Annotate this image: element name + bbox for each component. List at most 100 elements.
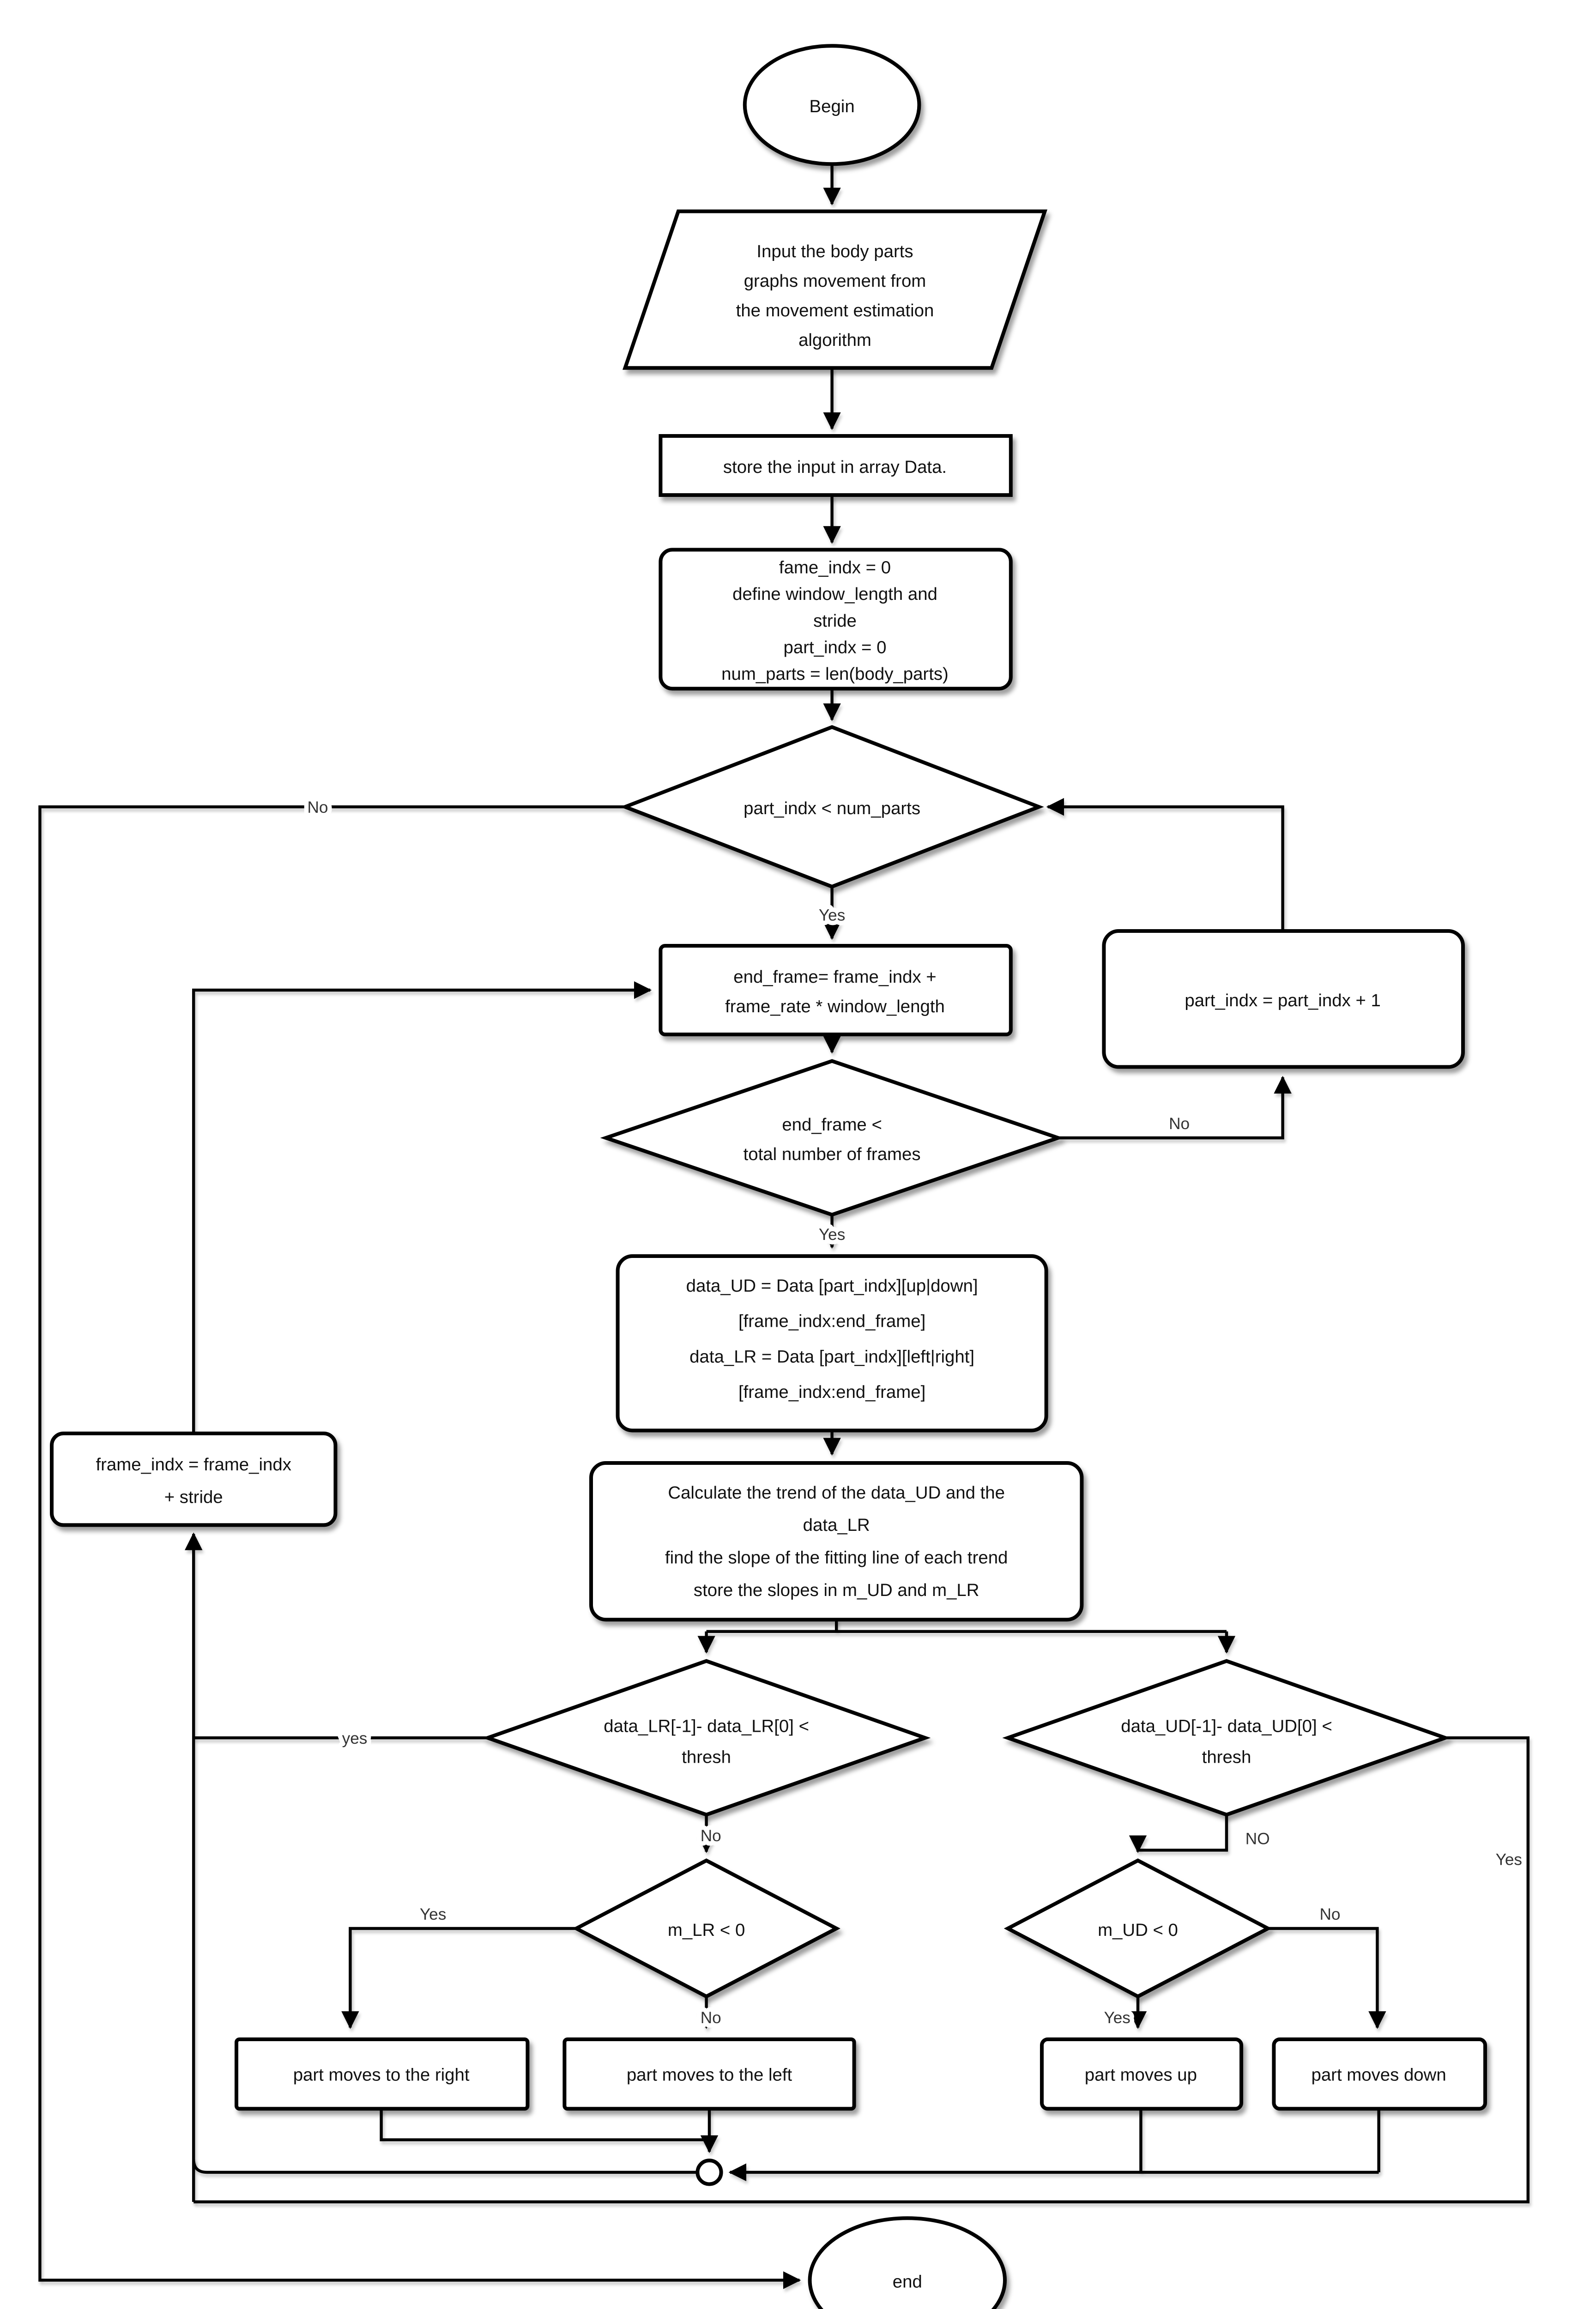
- cond-mlr-label: m_LR < 0: [668, 1920, 745, 1940]
- cond-ud-diamond-shape: [1002, 1659, 1451, 1817]
- init-line-3: stride: [813, 611, 857, 631]
- input-parallelogram-shape: [623, 209, 1047, 370]
- cond-frames-line-2: total number of frames: [744, 1144, 921, 1164]
- slice-line-2: [frame_indx:end_frame]: [738, 1312, 925, 1331]
- edge-move-right-bottom: [380, 2109, 707, 2141]
- label-mlr-no: No: [701, 2009, 721, 2027]
- node-move-left: part moves to the left: [562, 2037, 856, 2111]
- node-move-down: part moves down: [1272, 2037, 1487, 2111]
- move-left-process-shape: [562, 2037, 856, 2111]
- calc-line-1: Calculate the trend of the data_UD and t…: [668, 1483, 1005, 1503]
- cond-lr-line-2: thresh: [682, 1747, 731, 1767]
- label-cond-ud-no: NO: [1245, 1830, 1270, 1848]
- edge-inc-part-to-cond-parts: [1046, 798, 1284, 931]
- node-cond-mud: m_UD < 0: [1004, 1858, 1272, 1999]
- junction-connector-circle: [695, 2158, 723, 2186]
- cond-ud-line-1: data_UD[-1]- data_UD[0] <: [1121, 1716, 1332, 1736]
- node-cond-parts: part_indx < num_parts: [620, 725, 1044, 889]
- cond-lr-diamond-shape: [482, 1659, 931, 1817]
- node-cond-mlr: m_LR < 0: [572, 1858, 840, 1999]
- edges: [38, 164, 1530, 2289]
- calc-line-2: data_LR: [803, 1515, 870, 1535]
- cond-mud-label: m_UD < 0: [1098, 1920, 1178, 1940]
- move-right-label: part moves to the right: [293, 2065, 470, 2085]
- edge-cond-frames-no-to-inc-part: [1058, 1076, 1292, 1140]
- node-inc-frame: frame_indx = frame_indx + stride: [50, 1431, 338, 1527]
- node-cond-ud: data_UD[-1]- data_UD[0] < thresh: [1002, 1659, 1451, 1817]
- label-cond-frames-no: No: [1169, 1115, 1190, 1133]
- node-move-right: part moves to the right: [235, 2037, 530, 2111]
- label-cond-lr-no: No: [701, 1827, 721, 1845]
- edge-mlr-yes-to-move-right: [341, 1927, 577, 2029]
- node-begin: Begin: [743, 44, 921, 166]
- slice-process-shape: [616, 1254, 1048, 1433]
- edge-mud-no-to-move-down: [1268, 1927, 1386, 2029]
- node-end-frame: end_frame= frame_indx + frame_rate * win…: [659, 943, 1013, 1036]
- slice-line-1: data_UD = Data [part_indx][up|down]: [686, 1276, 978, 1296]
- label-cond-frames-yes: Yes: [819, 1226, 845, 1244]
- edge-inc-frame-to-endframe: [192, 981, 652, 1433]
- move-right-process-shape: [235, 2037, 530, 2111]
- input-line-3: the movement estimation: [736, 301, 934, 320]
- inc-frame-line-2: + stride: [164, 1487, 223, 1507]
- label-cond-lr-yes: yes: [342, 1729, 368, 1747]
- label-cond-ud-yes: Yes: [1496, 1850, 1522, 1868]
- move-left-label: part moves to the left: [627, 2065, 792, 2085]
- inc-part-process-shape: [1102, 929, 1465, 1069]
- edge-cond-parts-no-to-end: [38, 805, 801, 2289]
- node-connector: [695, 2158, 723, 2186]
- edge-cond-ud-no-to-mud: [1129, 1814, 1228, 1853]
- node-cond-frames: end_frame < total number of frames: [600, 1059, 1064, 1217]
- label-mud-yes: Yes: [1104, 2009, 1130, 2027]
- calc-process-shape: [589, 1461, 1084, 1622]
- node-input: Input the body parts graphs movement fro…: [623, 209, 1047, 370]
- calc-line-3: find the slope of the fitting line of ea…: [665, 1548, 1008, 1568]
- edge-calc-split-stem: [706, 1620, 1227, 1633]
- nodes: Begin Input the body parts graphs moveme…: [50, 44, 1487, 2309]
- calc-line-4: store the slopes in m_UD and m_LR: [694, 1580, 979, 1600]
- slice-line-4: [frame_indx:end_frame]: [738, 1382, 925, 1402]
- cond-ud-line-2: thresh: [1202, 1747, 1251, 1767]
- slice-line-3: data_LR = Data [part_indx][left|right]: [689, 1347, 974, 1366]
- init-process-shape: [659, 548, 1013, 691]
- begin-terminator-shape: [743, 44, 921, 166]
- cond-parts-diamond-shape: [620, 725, 1044, 889]
- end-frame-line-2: frame_rate * window_length: [725, 997, 945, 1016]
- node-init: fame_indx = 0 define window_length and s…: [659, 548, 1013, 691]
- init-line-4: part_indx = 0: [784, 637, 887, 657]
- node-move-up: part moves up: [1040, 2037, 1243, 2111]
- move-up-label: part moves up: [1085, 2065, 1197, 2085]
- label-mlr-yes: Yes: [420, 1905, 446, 1923]
- label-cond-parts-no: No: [308, 798, 328, 816]
- node-slice: data_UD = Data [part_indx][up|down] [fra…: [616, 1254, 1048, 1433]
- inc-part-label: part_indx = part_indx + 1: [1185, 991, 1381, 1010]
- store-process-shape: [659, 434, 1013, 497]
- edge-connector-out-left: [192, 2159, 698, 2174]
- inc-frame-line-1: frame_indx = frame_indx: [96, 1455, 291, 1475]
- edge-move-up-down-to-connector: [730, 2109, 1380, 2172]
- node-inc-part: part_indx = part_indx + 1: [1102, 929, 1465, 1069]
- label-mud-no: No: [1320, 1905, 1341, 1923]
- end-label: end: [893, 2272, 922, 2292]
- cond-mud-diamond-shape: [1004, 1858, 1272, 1999]
- cond-frames-diamond-shape: [600, 1059, 1064, 1217]
- node-end: end: [808, 2216, 1007, 2309]
- move-down-process-shape: [1272, 2037, 1487, 2111]
- node-store: store the input in array Data.: [659, 434, 1013, 497]
- begin-label: Begin: [810, 97, 855, 116]
- end-frame-process-shape: [659, 943, 1013, 1036]
- cond-mlr-diamond-shape: [572, 1858, 840, 1999]
- cond-frames-line-1: end_frame <: [782, 1115, 882, 1135]
- init-line-5: num_parts = len(body_parts): [721, 664, 949, 684]
- label-cond-parts-yes: Yes: [819, 907, 845, 925]
- store-label: store the input in array Data.: [723, 457, 947, 477]
- inc-frame-process-shape: [50, 1431, 338, 1527]
- move-up-process-shape: [1040, 2037, 1243, 2111]
- node-cond-lr: data_LR[-1]- data_LR[0] < thresh: [482, 1659, 931, 1817]
- end-frame-line-1: end_frame= frame_indx +: [733, 967, 936, 987]
- init-line-1: fame_indx = 0: [779, 558, 891, 578]
- edge-cond-ud-yes-right-down: [193, 1736, 1530, 2204]
- node-calc: Calculate the trend of the data_UD and t…: [589, 1461, 1084, 1622]
